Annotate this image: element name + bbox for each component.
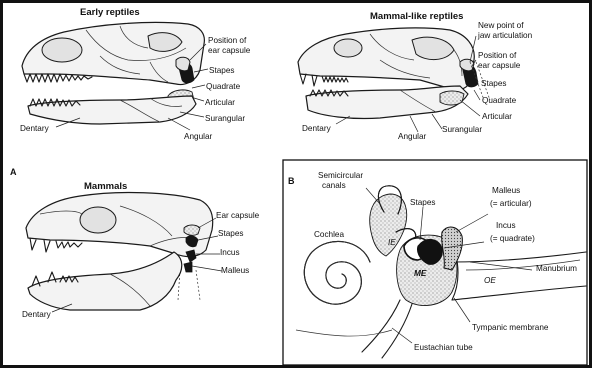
label-stapes-3: Stapes xyxy=(218,229,244,238)
early-reptiles-title: Early reptiles xyxy=(80,7,140,18)
label-ear-capsule-2: ear capsule xyxy=(478,61,521,70)
label-eustachian-tube: Eustachian tube xyxy=(414,343,473,352)
label-cochlea: Cochlea xyxy=(314,230,344,239)
label-dentary-3: Dentary xyxy=(22,310,52,319)
label-dentary-2: Dentary xyxy=(302,124,332,133)
mammal-like-reptiles-title: Mammal-like reptiles xyxy=(370,11,463,22)
label-canals: canals xyxy=(322,181,346,190)
label-position-of-2: Position of xyxy=(478,51,517,60)
label-ie: IE xyxy=(388,238,396,247)
label-angular: Angular xyxy=(184,132,212,141)
label-quadrate: Quadrate xyxy=(206,82,241,91)
label-angular-2: Angular xyxy=(398,132,426,141)
label-incus-eq: (= quadrate) xyxy=(490,234,535,243)
label-position-of: Position of xyxy=(208,36,247,45)
label-ear-capsule: ear capsule xyxy=(208,46,251,55)
label-dentary: Dentary xyxy=(20,124,50,133)
label-malleus-3: Malleus xyxy=(221,266,249,275)
label-surangular-2: Surangular xyxy=(442,125,482,134)
label-jaw-articulation: jaw articulation xyxy=(477,31,533,40)
label-manubrium: Manubrium xyxy=(536,264,577,273)
label-new-point-of: New point of xyxy=(478,21,524,30)
label-stapes: Stapes xyxy=(209,66,235,75)
label-ear-capsule-3: Ear capsule xyxy=(216,211,260,220)
label-articular: Articular xyxy=(205,98,235,107)
mammalian-ear-diagram: B Semicircular canals xyxy=(283,160,587,365)
label-surangular: Surangular xyxy=(205,114,245,123)
label-malleus-b: Malleus xyxy=(492,186,520,195)
mammal-skull: Mammals Ear capsule Stapes Incus Malleus… xyxy=(22,181,260,319)
label-stapes-2: Stapes xyxy=(481,79,507,88)
label-me: ME xyxy=(414,269,427,278)
label-malleus-eq: (= articular) xyxy=(490,199,532,208)
mammal-like-reptile-skull: Mammal-like reptiles New point of jaw ar… xyxy=(298,11,533,141)
panel-b-letter: B xyxy=(288,176,295,186)
label-incus-3: Incus xyxy=(220,248,240,257)
label-semicircular: Semicircular xyxy=(318,171,363,180)
early-reptile-skull: Early reptiles Position of ear capsule S… xyxy=(20,7,251,141)
mammals-title: Mammals xyxy=(84,181,127,192)
label-tympanic-membrane: Tympanic membrane xyxy=(472,323,549,332)
label-incus-b: Incus xyxy=(496,221,516,230)
panel-a-letter: A xyxy=(10,167,17,177)
label-stapes-b: Stapes xyxy=(410,198,436,207)
label-quadrate-2: Quadrate xyxy=(482,96,517,105)
label-oe: OE xyxy=(484,276,496,285)
label-articular-2: Articular xyxy=(482,112,512,121)
